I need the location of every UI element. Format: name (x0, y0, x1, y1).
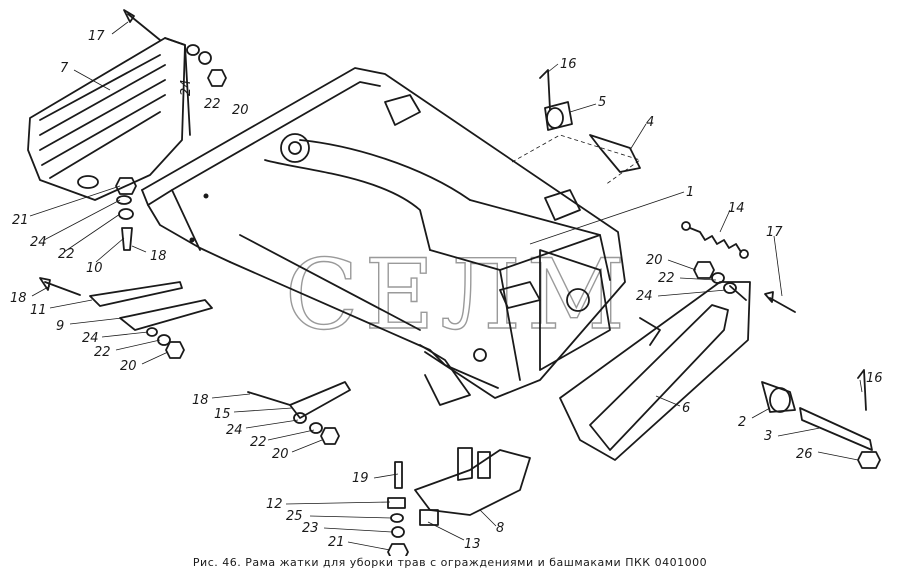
callout-22: 22 (658, 271, 675, 286)
callout-10: 10 (86, 261, 103, 276)
callout-17: 17 (88, 29, 105, 44)
leader-lines (29, 21, 863, 551)
callout-20: 20 (232, 103, 249, 118)
callout-18: 18 (150, 249, 167, 264)
callout-labels: 17 7 24 22 20 21 24 22 10 18 18 11 9 24 … (10, 29, 883, 552)
callout-22: 22 (94, 345, 111, 360)
callout-5: 5 (598, 95, 606, 110)
callout-22: 22 (204, 97, 221, 112)
callout-20: 20 (272, 447, 289, 462)
left-guard-shield (27, 37, 191, 201)
callout-4: 4 (646, 115, 654, 130)
callout-17: 17 (766, 225, 783, 240)
callout-21: 21 (12, 213, 29, 228)
figure-caption: Рис. 46. Рама жатки для уборки трав с ог… (192, 556, 708, 569)
callout-8: 8 (496, 521, 504, 536)
callout-15: 15 (214, 407, 231, 422)
callout-20: 20 (120, 359, 137, 374)
callout-11: 11 (30, 303, 47, 318)
callout-1: 1 (686, 185, 694, 200)
tension-spring (681, 221, 749, 259)
left-hardware (39, 9, 351, 445)
right-top-hardware (511, 69, 641, 186)
callout-20: 20 (646, 253, 663, 268)
callout-16: 16 (866, 371, 883, 386)
callout-2: 2 (738, 415, 746, 430)
callout-6: 6 (682, 401, 690, 416)
callout-24: 24 (179, 79, 194, 96)
callout-26: 26 (796, 447, 813, 462)
callout-14: 14 (728, 201, 745, 216)
callout-16: 16 (560, 57, 577, 72)
main-frame (141, 67, 626, 406)
callout-12: 12 (266, 497, 283, 512)
bottom-shoe (387, 447, 531, 556)
callout-18: 18 (192, 393, 209, 408)
callout-3: 3 (764, 429, 772, 444)
callout-24: 24 (226, 423, 243, 438)
callout-19: 19 (352, 471, 369, 486)
callout-24: 24 (30, 235, 47, 250)
callout-13: 13 (464, 537, 481, 552)
callout-21: 21 (328, 535, 345, 550)
frame-assembly-drawing: СЕЛМ (10, 9, 883, 556)
callout-7: 7 (60, 61, 69, 76)
callout-25: 25 (286, 509, 303, 524)
callout-23: 23 (302, 521, 319, 536)
callout-24: 24 (82, 331, 99, 346)
callout-9: 9 (56, 319, 64, 334)
callout-22: 22 (250, 435, 267, 450)
right-hardware (693, 261, 881, 469)
callout-22: 22 (58, 247, 75, 262)
callout-18: 18 (10, 291, 27, 306)
callout-24: 24 (636, 289, 653, 304)
